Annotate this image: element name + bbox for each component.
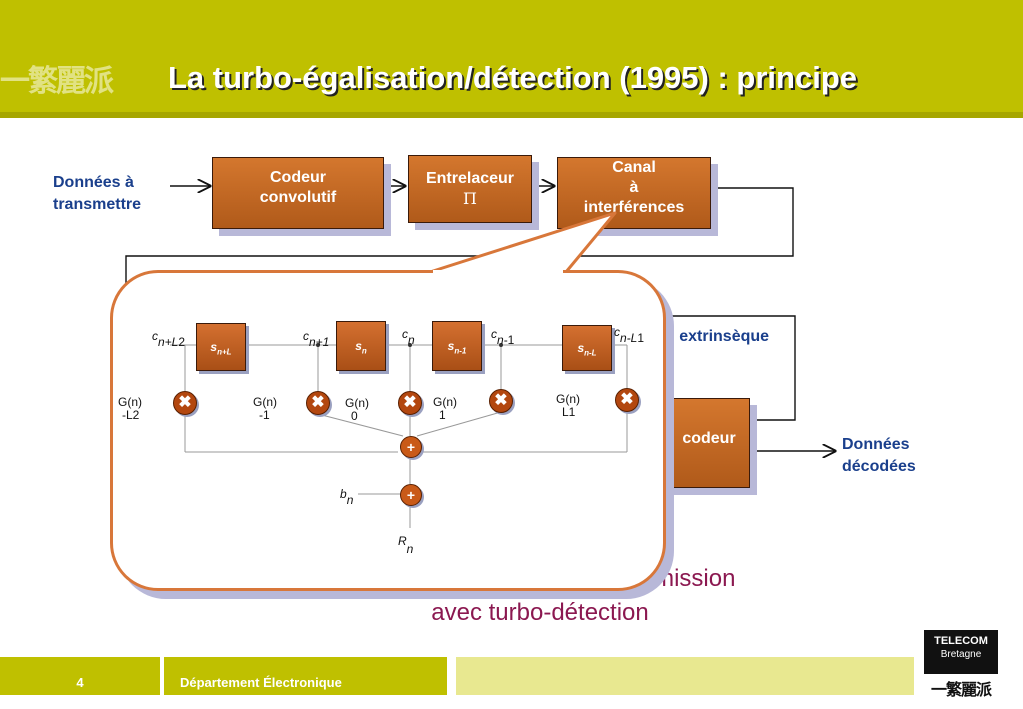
input-label-line1: Données à <box>53 174 134 191</box>
coder-label-line1: Codeur <box>270 169 326 186</box>
register-s-n-minus-1: sn-1 <box>432 321 482 371</box>
multiplier-g-1: ✖ <box>489 389 513 413</box>
page-number: 4 <box>0 657 160 695</box>
coeff-label-g-minus-1: G(n)-1 <box>253 395 277 422</box>
channel-label-line1: Canal <box>612 159 656 176</box>
telecom-bretagne-logo: TELECOM Bretagne <box>924 630 998 674</box>
extrinsic-info-label-fragment: n extrinsèque <box>665 328 770 345</box>
summing-node-noise: + <box>400 484 422 506</box>
multiplier-g-L1: ✖ <box>615 388 639 412</box>
coeff-label-g-0: G(n)0 <box>345 396 369 423</box>
footer-department: Département Électronique <box>164 657 447 695</box>
header-band <box>0 0 1023 118</box>
noise-label-b-n: bn <box>340 487 354 507</box>
footer-logo-glyphs: 一繁麗派 <box>930 680 992 699</box>
input-label-c-n: cn <box>402 327 415 347</box>
subtitle-line2: avec turbo-détection <box>431 599 649 626</box>
coeff-label-g-L1: G(n)L1 <box>556 392 580 419</box>
interleaver-pi-symbol: Π <box>463 189 477 208</box>
input-label-c-n-minus-L1: cn-L1 <box>614 325 645 345</box>
multiplier-g-0: ✖ <box>398 391 422 415</box>
summing-node-taps: + <box>400 436 422 458</box>
coeff-label-g-1: G(n)1 <box>433 395 457 422</box>
footer-band-right <box>456 657 914 695</box>
multiplier-g-minus-1: ✖ <box>306 391 330 415</box>
output-label-line2: décodées <box>842 458 916 475</box>
convolutional-coder-block: Codeur convolutif <box>212 157 384 229</box>
callout-seam-cover <box>433 270 563 275</box>
header-logo-glyphs: 一繁麗派 <box>0 64 114 99</box>
interleaver-label-line1: Entrelaceur <box>425 170 515 187</box>
input-label-line2: transmettre <box>53 196 142 213</box>
input-label-c-n-plus-1: cn+1 <box>303 329 330 349</box>
received-label-R-n: Rn <box>398 534 414 556</box>
coeff-label-g-minus-L2: G(n)-L2 <box>118 395 142 422</box>
output-label-line1: Données <box>842 436 910 453</box>
multiplier-g-minus-L2: ✖ <box>173 391 197 415</box>
slide-title: La turbo-égalisation/détection (1995) : … <box>168 60 857 95</box>
register-s-n-plus-L: sn+L <box>196 323 246 371</box>
coder-label-line2: convolutif <box>259 189 337 206</box>
decoder-label-fragment: codeur <box>682 430 736 447</box>
header-underline <box>0 112 1023 118</box>
output-data-label: Données décodées <box>842 434 916 478</box>
logo-line1: TELECOM <box>934 635 988 647</box>
input-label-c-n-plus-L2: cn+L2 <box>152 329 186 349</box>
input-data-label: Données à transmettre <box>53 172 141 216</box>
register-s-n: sn <box>336 321 386 371</box>
channel-label-line2: à <box>629 179 639 196</box>
interleaver-block: Entrelaceur Π <box>408 155 532 223</box>
isi-channel-block: Canal à interférences <box>557 157 711 229</box>
input-label-c-n-minus-1: cn-1 <box>491 327 515 347</box>
register-s-n-minus-L: sn-L <box>562 325 612 371</box>
channel-label-line3: interférences <box>583 199 685 216</box>
logo-line2: Bretagne <box>940 649 982 660</box>
